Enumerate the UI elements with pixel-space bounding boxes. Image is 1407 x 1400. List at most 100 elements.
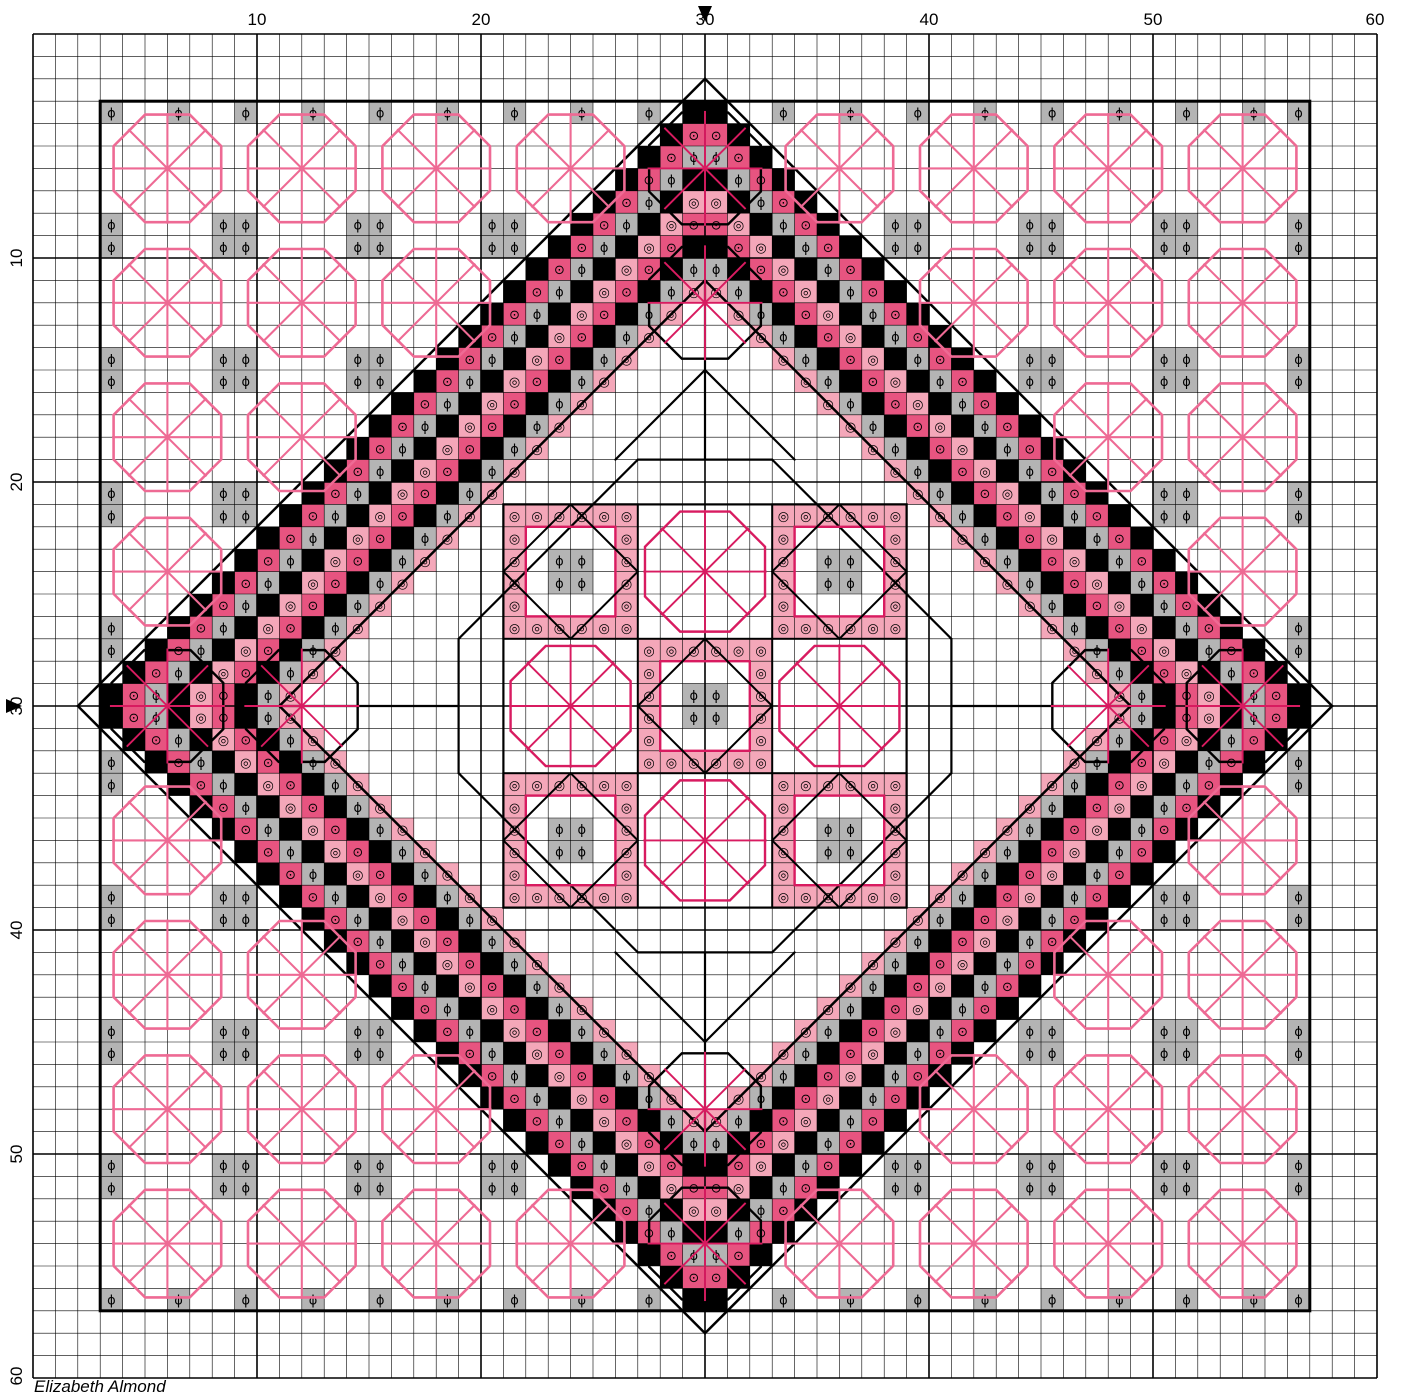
stitch-cell-grey: ϕ <box>638 191 660 213</box>
svg-text:◎: ◎ <box>509 890 520 905</box>
stitch-cell-light: ◎ <box>817 303 839 325</box>
svg-text:ϕ: ϕ <box>219 1047 228 1062</box>
svg-text:⊙: ⊙ <box>800 1182 811 1197</box>
stitch-cell-grey: ϕ <box>1175 616 1197 638</box>
svg-text:◎: ◎ <box>621 1137 632 1152</box>
stitch-cell-light: ◎ <box>862 616 884 638</box>
stitch-cell-grey: ϕ <box>212 370 234 392</box>
svg-text:•: • <box>444 913 452 928</box>
svg-text:ϕ: ϕ <box>354 1025 363 1040</box>
svg-text:ϕ: ϕ <box>914 218 923 233</box>
stitch-cell-black: • <box>974 437 996 459</box>
svg-text:⊙: ⊙ <box>308 801 319 816</box>
svg-text:◎: ◎ <box>912 1002 923 1017</box>
stitch-cell-grey: ϕ <box>369 818 391 840</box>
stitch-cell-black: • <box>526 325 548 347</box>
svg-text:•: • <box>376 487 384 502</box>
svg-text:ϕ: ϕ <box>107 353 116 368</box>
stitch-cell-med: ⊙ <box>1041 549 1063 571</box>
stitch-cell-grey: ϕ <box>884 1154 906 1176</box>
svg-text:ϕ: ϕ <box>443 1002 452 1017</box>
svg-text:⊙: ⊙ <box>240 577 251 592</box>
svg-text:⊙: ⊙ <box>1047 846 1058 861</box>
svg-text:ϕ: ϕ <box>914 1294 923 1309</box>
stitch-cell-black: • <box>996 527 1018 549</box>
svg-text:ϕ: ϕ <box>757 196 766 211</box>
stitch-cell-grey: ϕ <box>571 258 593 280</box>
stitch-cell-light: ◎ <box>369 504 391 526</box>
stitch-cell-black: • <box>414 885 436 907</box>
stitch-cell-grey: ϕ <box>615 1176 637 1198</box>
stitch-cell-black: • <box>772 168 794 190</box>
svg-text:◎: ◎ <box>464 980 475 995</box>
svg-text:•: • <box>578 286 586 301</box>
svg-text:ϕ: ϕ <box>1294 241 1303 256</box>
stitch-cell-grey: ϕ <box>391 437 413 459</box>
svg-text:◎: ◎ <box>509 868 520 883</box>
stitch-cell-black: • <box>1019 975 1041 997</box>
stitch-cell-grey: ϕ <box>1063 504 1085 526</box>
svg-text:ϕ: ϕ <box>869 420 878 435</box>
stitch-cell-grey: ϕ <box>391 549 413 571</box>
stitch-cell-med: ⊙ <box>705 1266 727 1288</box>
svg-text:⊙: ⊙ <box>1248 734 1259 749</box>
stitch-cell-grey: ϕ <box>548 997 570 1019</box>
svg-text:⊙: ⊙ <box>823 1159 834 1174</box>
svg-text:•: • <box>959 913 967 928</box>
stitch-cell-med: ⊙ <box>347 840 369 862</box>
svg-text:◎: ◎ <box>531 622 542 637</box>
svg-text:◎: ◎ <box>957 442 968 457</box>
svg-text:◎: ◎ <box>1181 734 1192 749</box>
svg-text:•: • <box>421 1025 429 1040</box>
stitch-cell-black: • <box>481 303 503 325</box>
stitch-cell-med: ⊙ <box>817 236 839 258</box>
stitch-cell-grey: ϕ <box>1287 885 1309 907</box>
svg-text:⊙: ⊙ <box>151 666 162 681</box>
stitch-cell-med: ⊙ <box>862 280 884 302</box>
svg-text:•: • <box>399 398 407 413</box>
svg-text:ϕ: ϕ <box>667 174 676 189</box>
svg-text:ϕ: ϕ <box>1182 1294 1191 1309</box>
stitch-cell-grey: ϕ <box>324 885 346 907</box>
svg-text:◎: ◎ <box>1069 846 1080 861</box>
stitch-cell-light: ◎ <box>615 616 637 638</box>
svg-text:◎: ◎ <box>531 510 542 525</box>
svg-text:ϕ: ϕ <box>1160 241 1169 256</box>
stitch-cell-med: ⊙ <box>548 348 570 370</box>
svg-text:•: • <box>220 644 228 659</box>
stitch-cell-black: • <box>526 1132 548 1154</box>
stitch-cell-grey: ϕ <box>907 213 929 235</box>
svg-text:ϕ: ϕ <box>354 353 363 368</box>
svg-text:ϕ: ϕ <box>107 241 116 256</box>
svg-text:ϕ: ϕ <box>1048 241 1057 256</box>
stitch-cell-grey: ϕ <box>347 1154 369 1176</box>
svg-text:◎: ◎ <box>643 644 654 659</box>
stitch-cell-black: • <box>1220 616 1242 638</box>
svg-text:ϕ: ϕ <box>1048 913 1057 928</box>
stitch-cell-light: ◎ <box>1108 594 1130 616</box>
svg-text:ϕ: ϕ <box>958 510 967 525</box>
svg-text:•: • <box>264 532 272 547</box>
stitch-cell-black: • <box>548 370 570 392</box>
svg-text:ϕ: ϕ <box>219 890 228 905</box>
stitch-cell-grey: ϕ <box>347 1176 369 1198</box>
stitch-cell-med: ⊙ <box>615 1199 637 1221</box>
stitch-cell-grey: ϕ <box>1243 101 1265 123</box>
stitch-cell-grey: ϕ <box>1175 1042 1197 1064</box>
svg-text:ϕ: ϕ <box>421 980 430 995</box>
svg-text:ϕ: ϕ <box>466 1025 475 1040</box>
svg-text:ϕ: ϕ <box>107 106 116 121</box>
stitch-cell-grey: ϕ <box>951 504 973 526</box>
svg-text:ϕ: ϕ <box>1138 689 1147 704</box>
stitch-cell-light: ◎ <box>235 751 257 773</box>
svg-text:⊙: ⊙ <box>890 1002 901 1017</box>
stitch-cell-black: • <box>1153 840 1175 862</box>
stitch-cell-med: ⊙ <box>503 303 525 325</box>
svg-text:ϕ: ϕ <box>600 353 609 368</box>
stitch-cell-med: ⊙ <box>571 1154 593 1176</box>
stitch-cell-grey: ϕ <box>167 661 189 683</box>
svg-text:•: • <box>376 913 384 928</box>
svg-text:⊙: ⊙ <box>1069 577 1080 592</box>
stitch-cell-med: ⊙ <box>481 415 503 437</box>
stitch-cell-med: ⊙ <box>929 437 951 459</box>
